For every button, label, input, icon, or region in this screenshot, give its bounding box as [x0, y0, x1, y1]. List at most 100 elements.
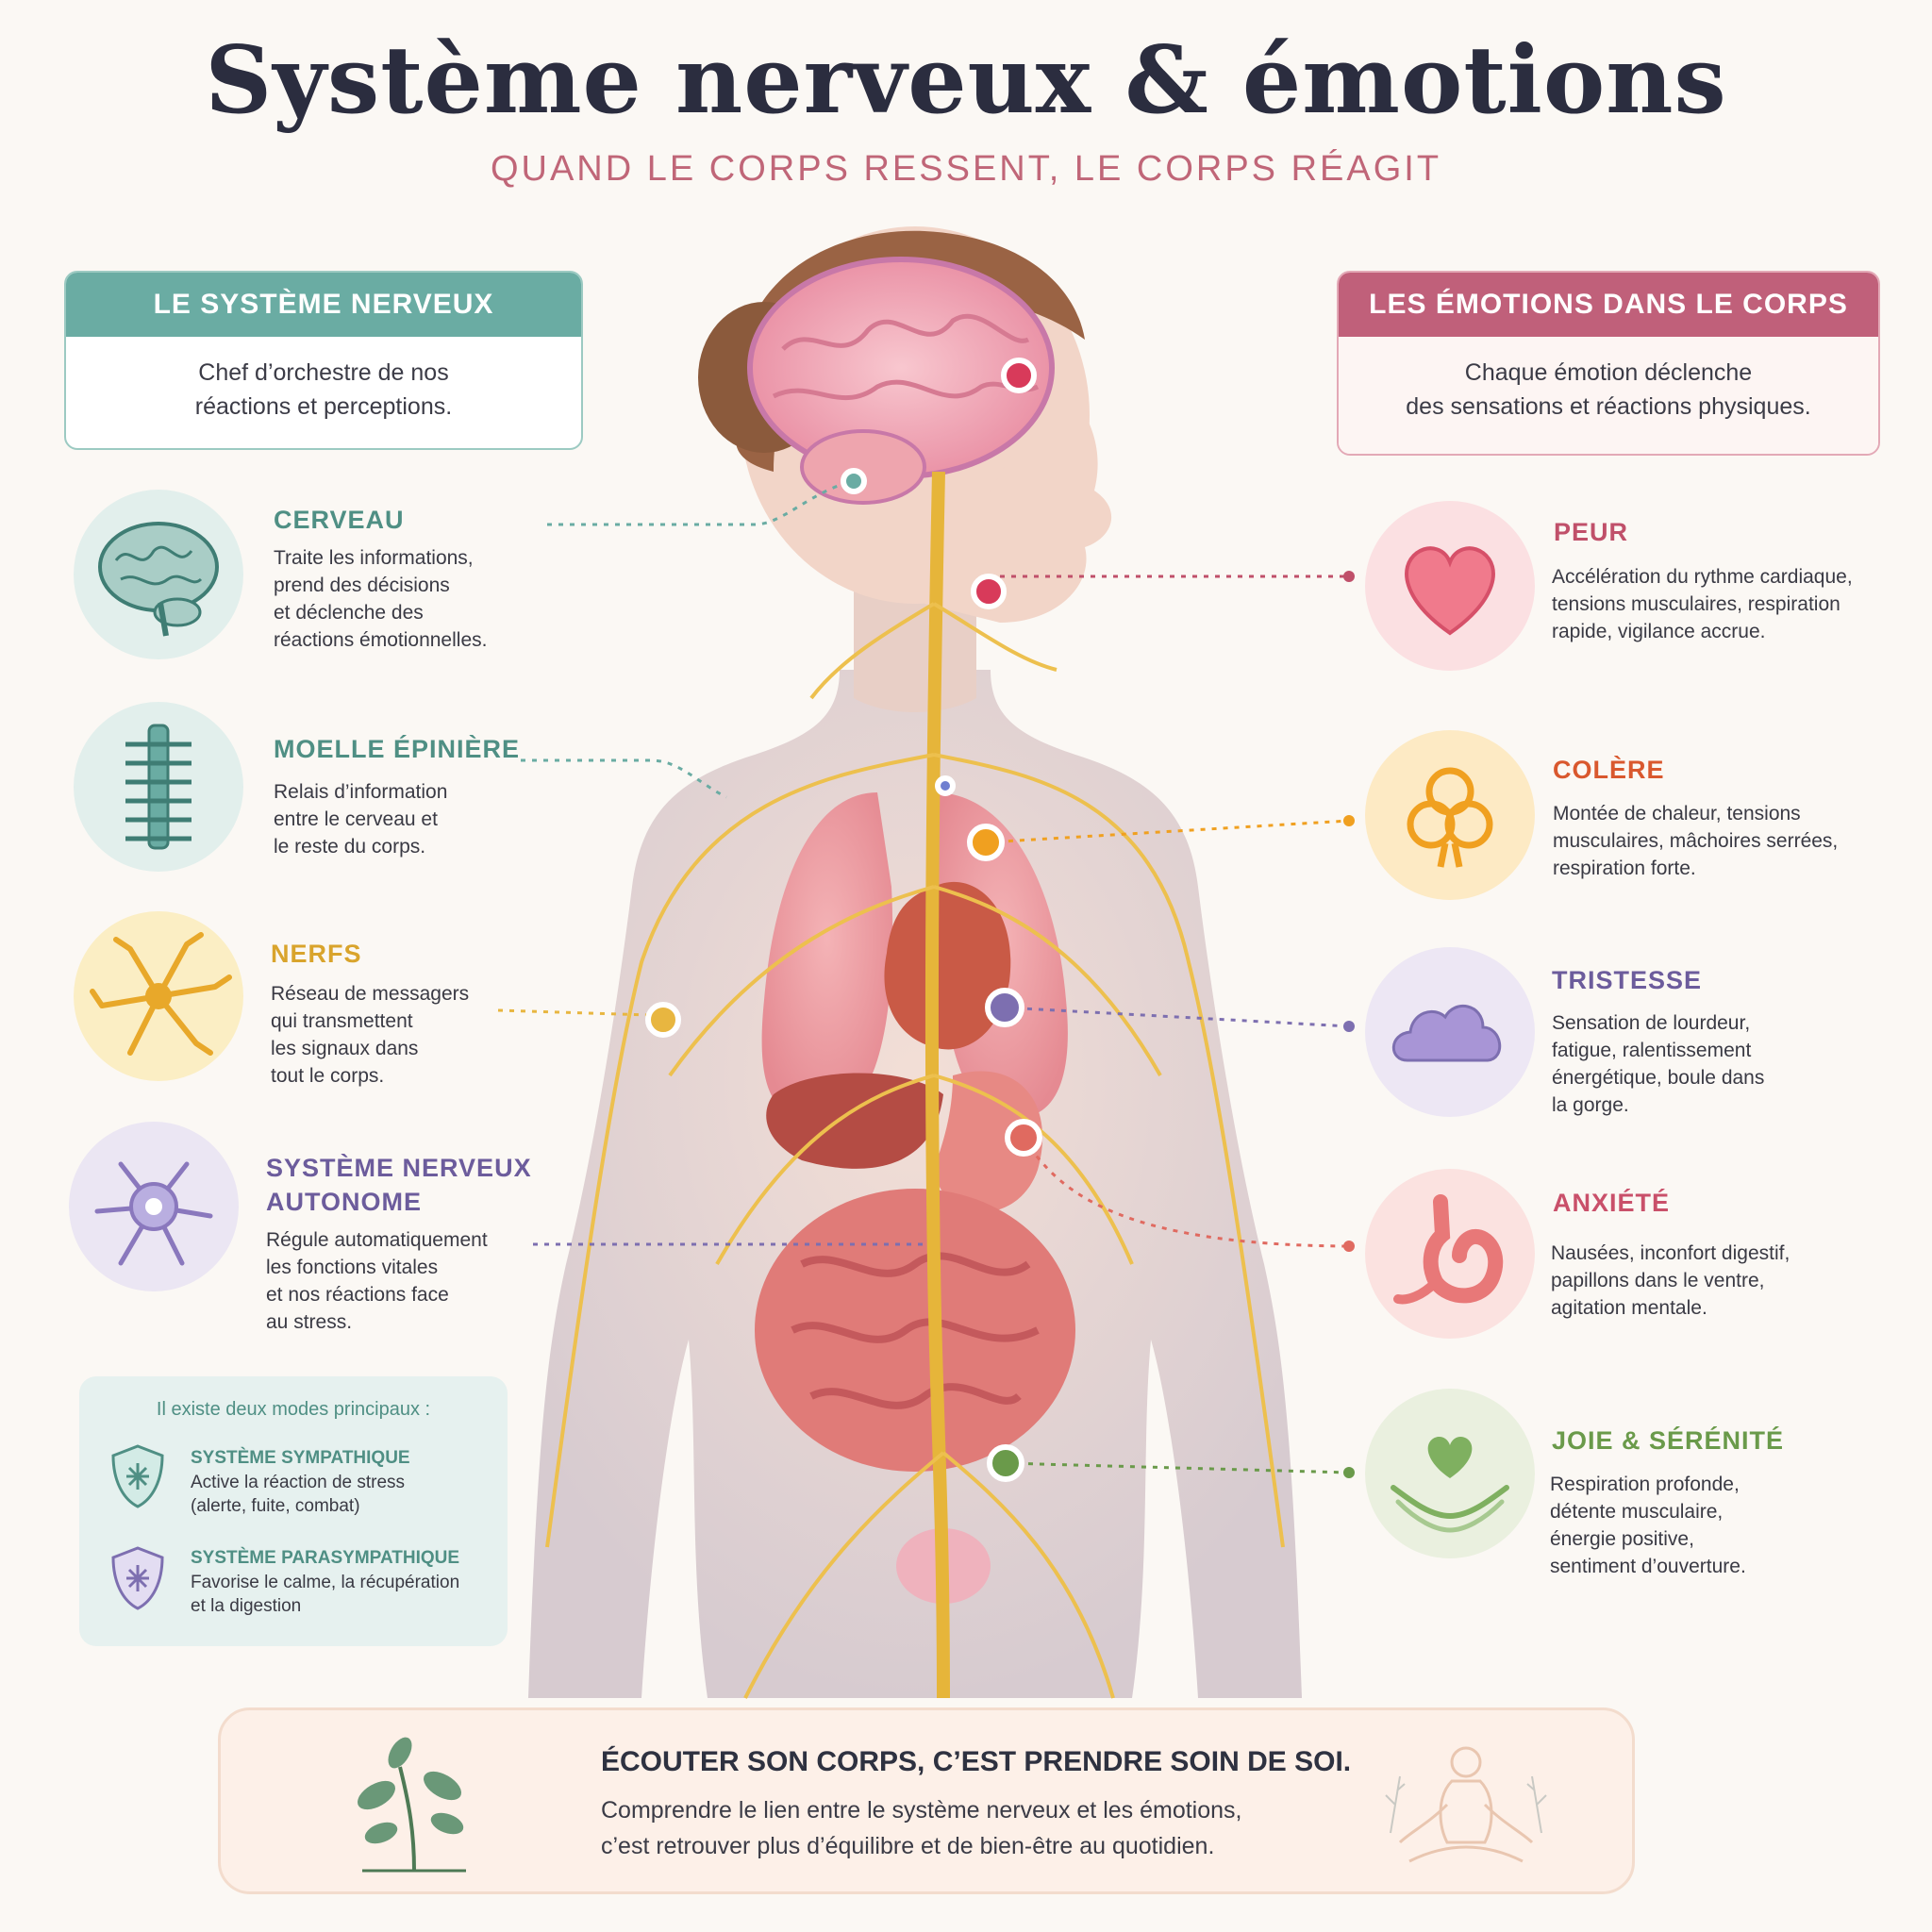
stomach-marker [1005, 1119, 1042, 1157]
anxiety-icon-circle [1365, 1169, 1535, 1339]
face-profile [924, 377, 1112, 623]
text-line: entre le cerveau et [274, 808, 438, 830]
text-line: Montée de chaleur, tensions [1553, 803, 1801, 824]
knot-icon [1407, 767, 1493, 868]
modes-intro: Il existe deux modes principaux : [156, 1399, 431, 1420]
spinal-cord-description: Relais d’information entre le cerveau et… [274, 778, 519, 860]
parasympathetic-line1: Favorise le calme, la récupération [191, 1573, 460, 1592]
arm-marker [645, 1002, 681, 1038]
brain-marker [1001, 358, 1037, 393]
nerves-title: NERFS [271, 940, 362, 968]
text-line: la gorge. [1552, 1094, 1629, 1116]
title-line: AUTONOME [266, 1188, 423, 1216]
footer-line1: Comprendre le lien entre le système nerv… [601, 1797, 1242, 1824]
text-line: les fonctions vitales [266, 1257, 439, 1278]
sympathetic-line1: Active la réaction de stress [191, 1473, 406, 1492]
text-line: Respiration profonde, [1550, 1474, 1740, 1495]
nerves-description: Réseau de messagers qui transmettent les… [271, 980, 497, 1090]
heart-icon [1405, 546, 1495, 636]
heart [884, 881, 1011, 1050]
lower-heart-marker [985, 988, 1024, 1027]
fear-icon-circle [1365, 501, 1535, 671]
parasympathetic-line2: et la digestion [191, 1596, 302, 1616]
text-line: papillons dans le ventre, [1551, 1270, 1765, 1291]
fear-title: PEUR [1554, 518, 1629, 546]
text-line: Réseau de messagers [271, 983, 470, 1005]
sadness-description: Sensation de lourdeur, fatigue, ralentis… [1552, 1009, 1835, 1119]
nervous-system-panel-title: LE SYSTÈME NERVEUX [66, 273, 581, 337]
panel-text-line: réactions et perceptions. [194, 393, 453, 420]
text-line: sentiment d’ouverture. [1550, 1556, 1746, 1577]
brain-icon [98, 522, 219, 637]
sympathetic-line2: (alerte, fuite, combat) [191, 1496, 360, 1516]
body-illustration [528, 226, 1302, 1699]
text-line: au stress. [266, 1311, 353, 1333]
modes-box: Il existe deux modes principaux : SYSTÈM… [79, 1376, 508, 1646]
parasympathetic-title: SYSTÈME PARASYMPATHIQUE [191, 1548, 460, 1568]
cerebellum-marker [841, 468, 867, 494]
nervous-system-panel-text: Chef d’orchestre de nos réactions et per… [66, 337, 581, 424]
hands-heart-icon [1391, 1436, 1509, 1533]
text-line: énergétique, boule dans [1552, 1067, 1765, 1089]
text-line: qui transmettent [271, 1010, 413, 1032]
spinal-cord-title: MOELLE ÉPINIÈRE [274, 735, 521, 763]
text-line: tensions musculaires, respiration [1552, 593, 1840, 615]
page-title: Système nerveux & émotions [205, 26, 1727, 135]
anger-title: COLÈRE [1553, 756, 1665, 784]
text-line: respiration forte. [1553, 858, 1696, 879]
text-line: réactions émotionnelles. [274, 629, 488, 651]
anger-icon-circle [1365, 730, 1535, 900]
panel-text-line: des sensations et réactions physiques. [1406, 393, 1811, 420]
text-line: musculaires, mâchoires serrées, [1553, 830, 1839, 852]
stomach-icon [1393, 1194, 1504, 1305]
chest-marker [935, 775, 956, 796]
neck [854, 585, 976, 712]
text-line: Régule automatiquement [266, 1229, 488, 1251]
stomach [934, 1071, 1043, 1212]
text-line: tout le corps. [271, 1065, 385, 1087]
text-line: prend des décisions [274, 575, 450, 596]
text-line: et déclenche des [274, 602, 424, 624]
shield-icon [111, 1444, 164, 1508]
cerebellum [800, 429, 926, 505]
spine-icon [125, 724, 192, 850]
nerve-cell-icon [90, 932, 232, 1056]
title-line: SYSTÈME NERVEUX [266, 1154, 532, 1182]
emotions-panel: LES ÉMOTIONS DANS LE CORPS Chaque émotio… [1337, 271, 1880, 456]
footer-title: ÉCOUTER SON CORPS, C’EST PRENDRE SOIN DE… [601, 1746, 1352, 1777]
panel-text-line: Chaque émotion déclenche [1464, 359, 1753, 386]
joy-title: JOIE & SÉRÉNITÉ [1552, 1426, 1785, 1455]
fear-description: Accélération du rythme cardiaque, tensio… [1552, 563, 1891, 645]
text-line: Traite les informations, [274, 547, 474, 569]
footer-line2: c’est retrouver plus d’équilibre et de b… [601, 1833, 1215, 1859]
anxiety-title: ANXIÉTÉ [1553, 1189, 1671, 1217]
brain-description: Traite les informations, prend des décis… [274, 544, 538, 654]
autonomic-description: Régule automatiquement les fonctions vit… [266, 1226, 530, 1336]
text-line: Nausées, inconfort digestif, [1551, 1242, 1790, 1264]
plant-icon [358, 1737, 466, 1873]
text-line: Accélération du rythme cardiaque, [1552, 566, 1853, 588]
sadness-icon-circle [1365, 947, 1535, 1117]
throat-marker [971, 574, 1007, 609]
sadness-title: TRISTESSE [1552, 966, 1703, 994]
text-line: fatigue, ralentissement [1552, 1040, 1752, 1061]
joy-description: Respiration profonde, détente musculaire… [1550, 1471, 1833, 1580]
meditation-icon [1385, 1746, 1547, 1863]
brain-title: CERVEAU [274, 506, 405, 534]
text-line: et nos réactions face [266, 1284, 449, 1306]
neuron-icon [94, 1161, 213, 1266]
footer-banner: ÉCOUTER SON CORPS, C’EST PRENDRE SOIN DE… [218, 1707, 1635, 1894]
nervous-system-panel: LE SYSTÈME NERVEUX Chef d’orchestre de n… [64, 271, 583, 450]
brain-icon-circle [74, 490, 243, 659]
torso-silhouette [528, 670, 1302, 1698]
shield-icon [111, 1546, 164, 1610]
sympathetic-title: SYSTÈME SYMPATHIQUE [191, 1448, 410, 1468]
spine-icon-circle [74, 702, 243, 872]
page-subtitle: QUAND LE CORPS RESSENT, LE CORPS RÉAGIT [490, 149, 1442, 189]
text-line: Sensation de lourdeur, [1552, 1012, 1751, 1034]
anxiety-description: Nausées, inconfort digestif, papillons d… [1551, 1240, 1872, 1322]
cloud-icon [1391, 1005, 1502, 1062]
autonomic-title: SYSTÈME NERVEUX AUTONOME [266, 1151, 532, 1219]
nerve-branches [545, 602, 1285, 1699]
